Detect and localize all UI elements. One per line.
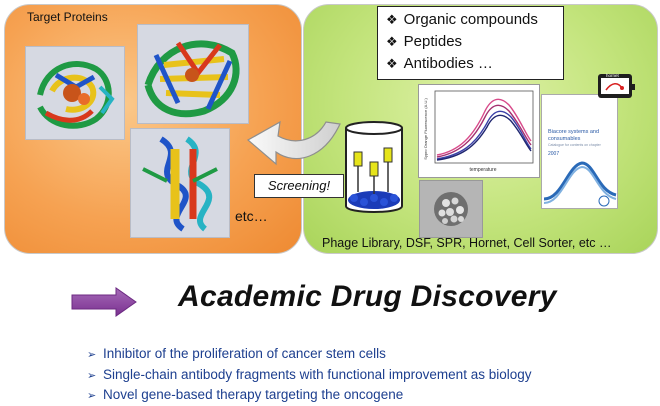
bullet-item-2: ➢Single-chain antibody fragments with fu… bbox=[87, 367, 532, 382]
biacore-catalogue-image: Biacore systems and consumables Catalogu… bbox=[541, 94, 618, 209]
protein-structure-image-3 bbox=[130, 128, 230, 238]
bullet-item-3: ➢Novel gene-based therapy targeting the … bbox=[87, 387, 404, 402]
diamond-bullet-icon: ❖ bbox=[386, 56, 398, 71]
beaker-icon bbox=[345, 121, 403, 213]
arrow-bullet-icon: ➢ bbox=[87, 370, 97, 382]
dsf-melting-curve-image: Sypro Orange Fluorescence (A.U.) tempera… bbox=[418, 84, 540, 178]
screening-label: Screening! bbox=[267, 178, 331, 193]
compound-item-antibodies: ❖Antibodies … bbox=[386, 55, 493, 72]
biacore-title: Biacore systems and consumables bbox=[548, 129, 600, 142]
right-arrow-icon bbox=[71, 287, 137, 317]
hornet-device-icon: hornet bbox=[596, 70, 636, 102]
biacore-year: 2007 bbox=[548, 151, 560, 157]
arrow-bullet-icon: ➢ bbox=[87, 349, 97, 361]
arrow-bullet-icon: ➢ bbox=[87, 390, 97, 402]
screening-callout: Screening! bbox=[254, 174, 344, 198]
diamond-bullet-icon: ❖ bbox=[386, 34, 398, 49]
bullet-item-1: ➢Inhibitor of the proliferation of cance… bbox=[87, 346, 386, 361]
target-proteins-title: Target Proteins bbox=[27, 10, 108, 24]
screening-methods-label: Phage Library, DSF, SPR, Hornet, Cell So… bbox=[322, 236, 612, 250]
protein-structure-image-2 bbox=[137, 24, 249, 124]
compound-types-box: ❖Organic compounds ❖Peptides ❖Antibodies… bbox=[377, 6, 564, 80]
curved-screening-arrow-icon bbox=[246, 120, 341, 166]
compound-item-peptides: ❖Peptides bbox=[386, 33, 463, 50]
main-title: Academic Drug Discovery bbox=[178, 280, 557, 313]
diamond-bullet-icon: ❖ bbox=[386, 12, 398, 27]
compound-item-organic: ❖Organic compounds bbox=[386, 11, 538, 28]
chart-ylabel: Sypro Orange Fluorescence (A.U.) bbox=[423, 98, 428, 160]
cell-microscopy-image bbox=[419, 180, 483, 238]
protein-structure-image-1 bbox=[25, 46, 125, 140]
hornet-device-label: hornet bbox=[606, 73, 620, 78]
chart-xlabel: temperature bbox=[470, 167, 497, 173]
biacore-subtitle: Catalogue for contents on chapter bbox=[548, 143, 601, 147]
etc-label: etc… bbox=[235, 208, 268, 224]
